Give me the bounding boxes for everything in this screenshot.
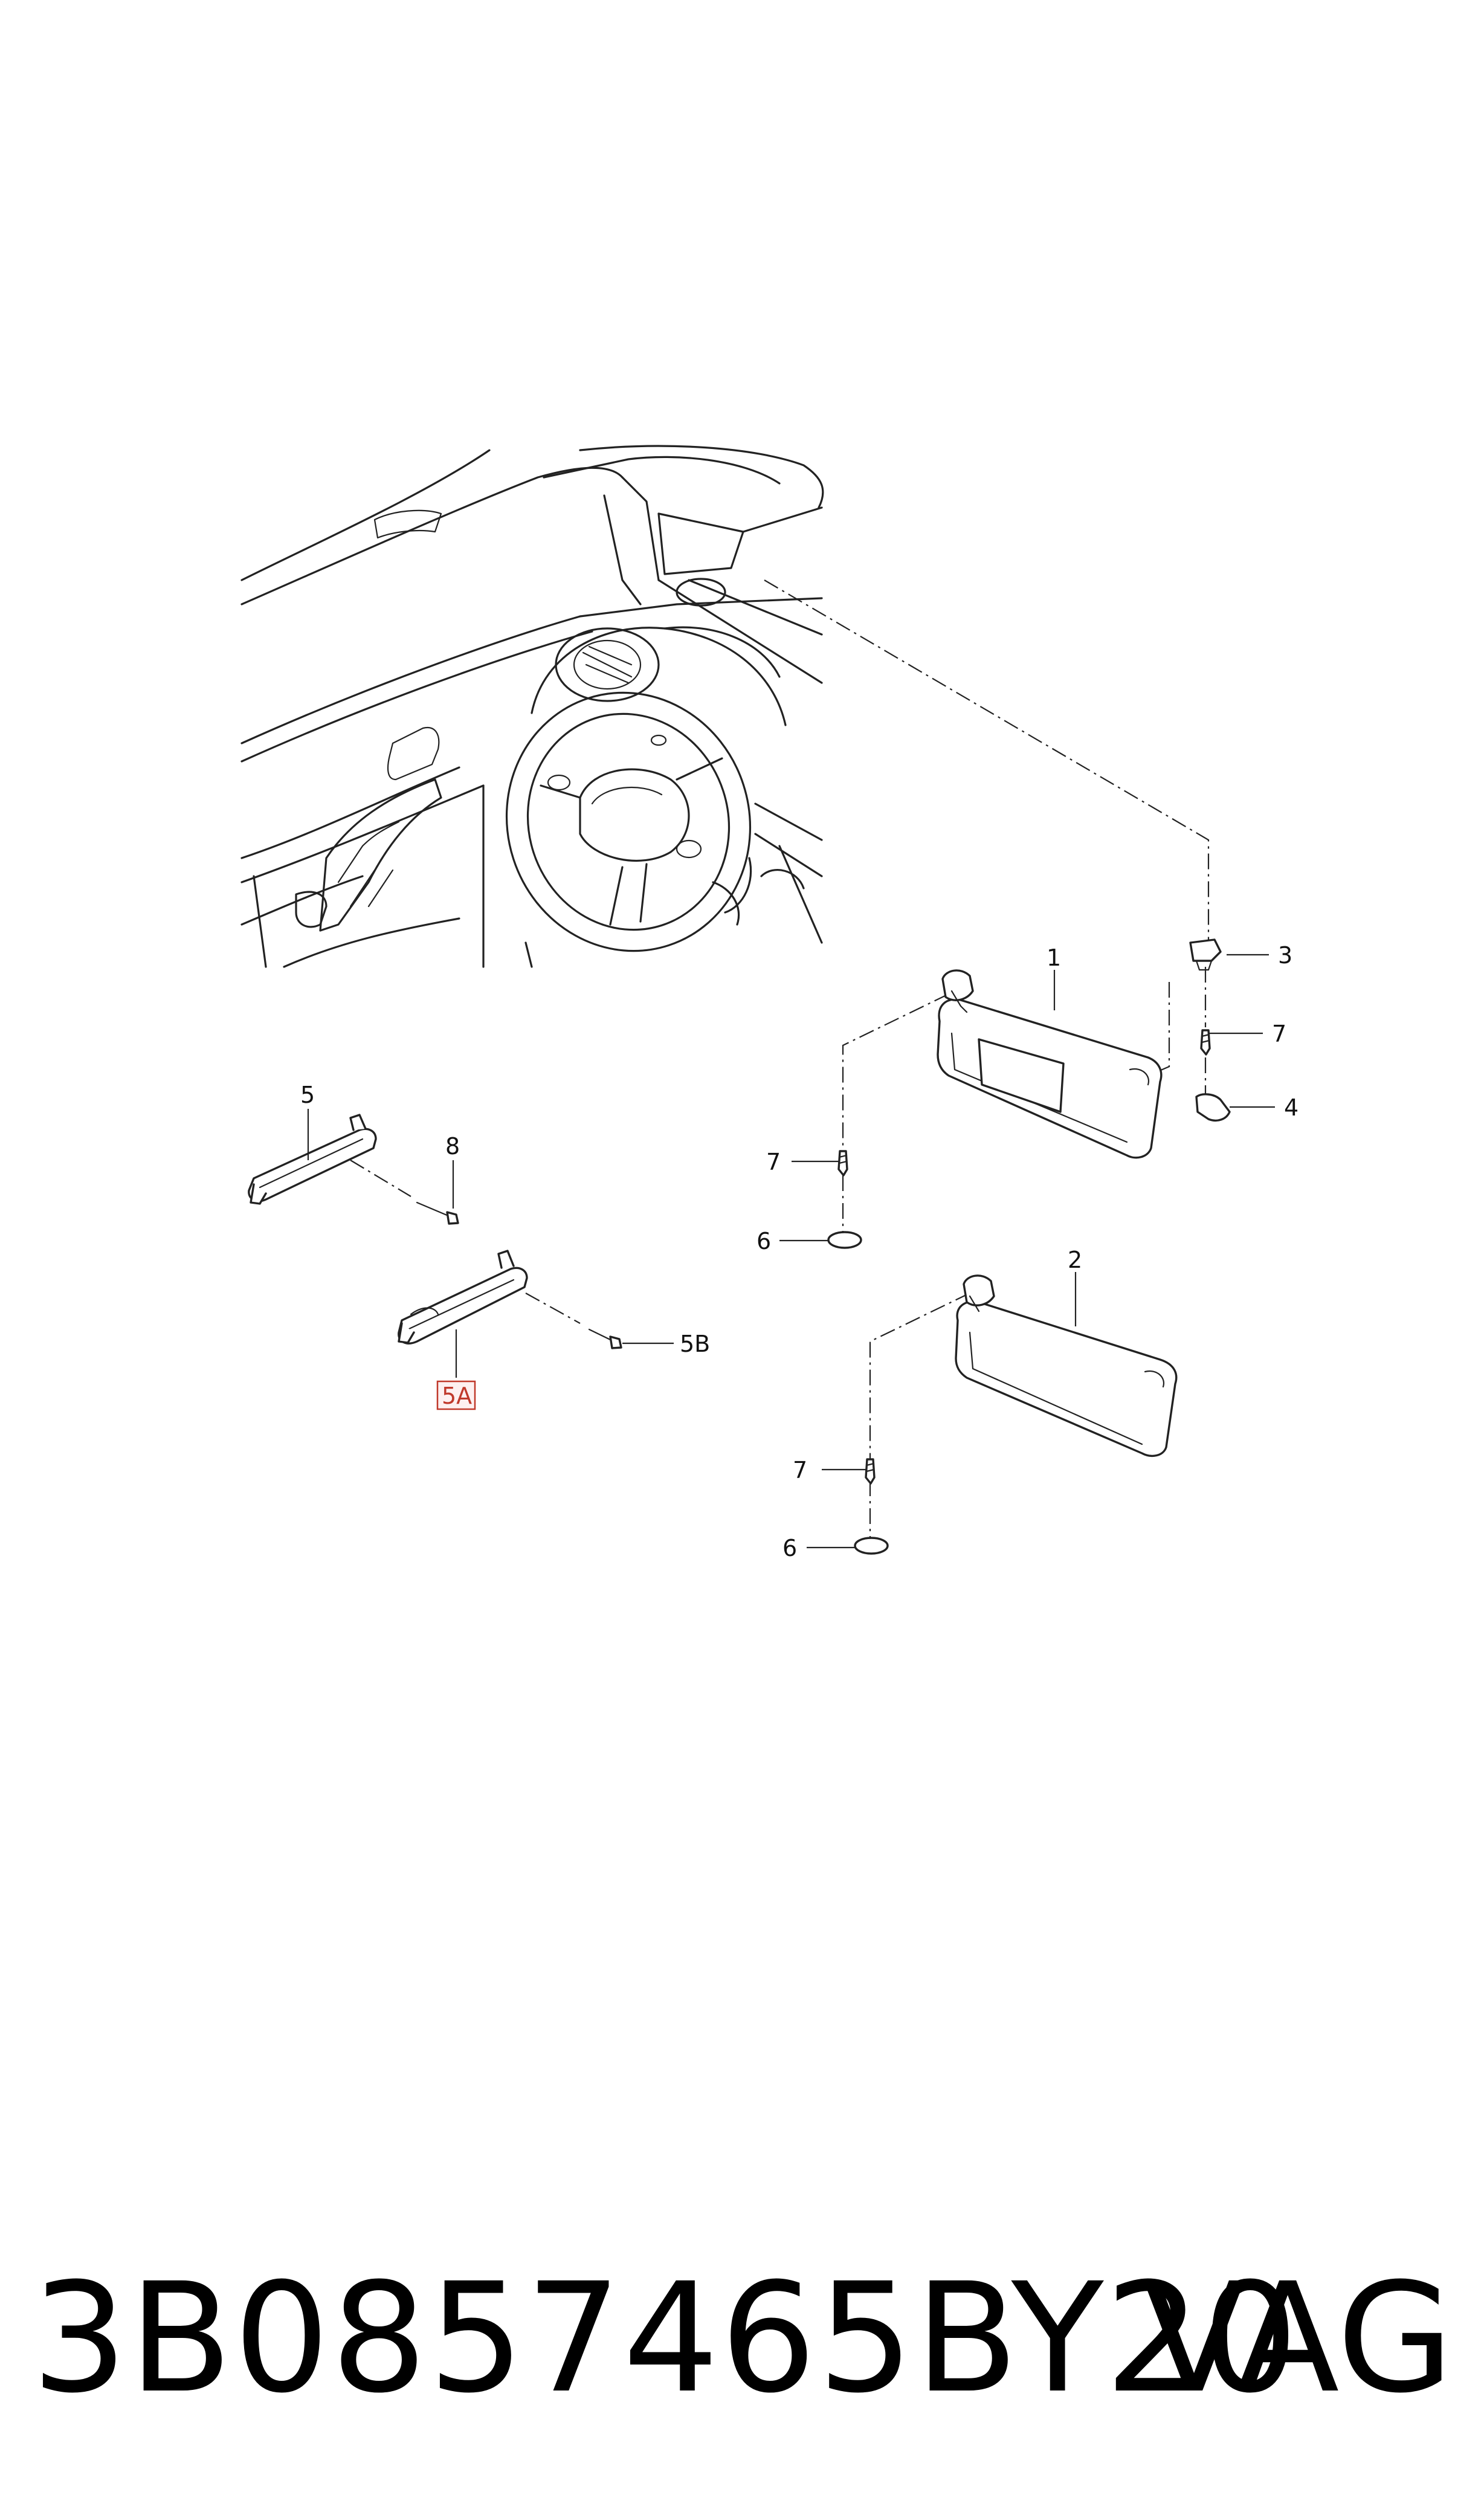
visor-clip[interactable]	[1189, 938, 1222, 971]
label-2: 2	[1068, 1247, 1082, 1273]
sun-visor-left[interactable]	[937, 969, 1163, 1159]
screw-handle-variant[interactable]	[588, 1328, 622, 1349]
label-7-lower: 7	[793, 1457, 807, 1483]
screw-upper-right[interactable]	[1200, 1029, 1211, 1056]
screw-lower[interactable]	[865, 1458, 876, 1485]
label-3: 3	[1278, 942, 1292, 969]
car-interior-illustration	[240, 445, 824, 968]
label-5b: 5B	[680, 1331, 710, 1357]
part-number: 3B0857465BY20	[31, 2250, 1300, 2426]
clip-cover[interactable]	[1195, 1093, 1231, 1122]
label-5: 5	[300, 1082, 315, 1108]
cap-lower[interactable]	[854, 1537, 889, 1555]
screw-upper-left[interactable]	[837, 1150, 848, 1177]
label-5a: 5A	[442, 1383, 472, 1409]
assembly-lines	[350, 579, 1210, 1538]
footer: 3B0857465BY20 VAG	[0, 2260, 1484, 2417]
label-1: 1	[1047, 944, 1061, 971]
brand-name: VAG	[1142, 2250, 1454, 2426]
screw-handle[interactable]	[416, 1201, 459, 1225]
label-6-lower: 6	[782, 1535, 797, 1561]
label-4: 4	[1284, 1094, 1298, 1121]
label-7-upper-left: 7	[766, 1149, 781, 1175]
callout-labels: 1 2 3 4 7 7 7 6 6 5 8 5B 5A	[300, 942, 1298, 1561]
cap-upper[interactable]	[827, 1231, 862, 1249]
grab-handle-variant[interactable]	[398, 1250, 528, 1345]
label-5a-highlight-box	[436, 1380, 476, 1410]
sun-visor-right[interactable]	[955, 1274, 1178, 1458]
leader-lines	[307, 954, 1275, 1549]
label-6-upper: 6	[757, 1228, 771, 1254]
grab-handle[interactable]	[248, 1114, 377, 1205]
label-7-upper-right: 7	[1272, 1021, 1286, 1047]
label-8: 8	[445, 1133, 460, 1160]
